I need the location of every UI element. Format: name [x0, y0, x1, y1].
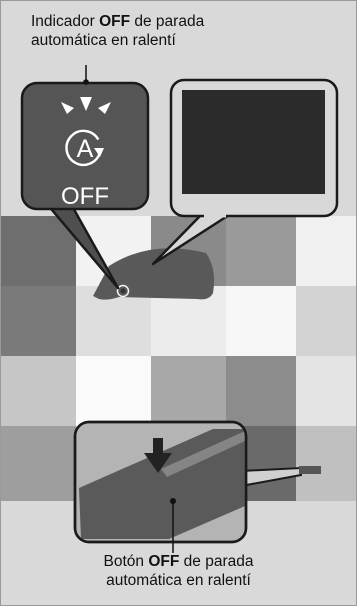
switch-location-marker	[299, 466, 321, 474]
indicator-off-text: OFF	[61, 183, 109, 210]
indicator-letter: A	[77, 135, 94, 163]
button-caption-line2: automática en ralentí	[1, 571, 356, 590]
display-screen	[182, 90, 325, 194]
button-caption-line1: Botón OFF de parada	[1, 552, 356, 571]
press-arrow-icon	[153, 438, 163, 454]
button-caption: Botón OFF de parada automática en ralent…	[1, 552, 356, 590]
